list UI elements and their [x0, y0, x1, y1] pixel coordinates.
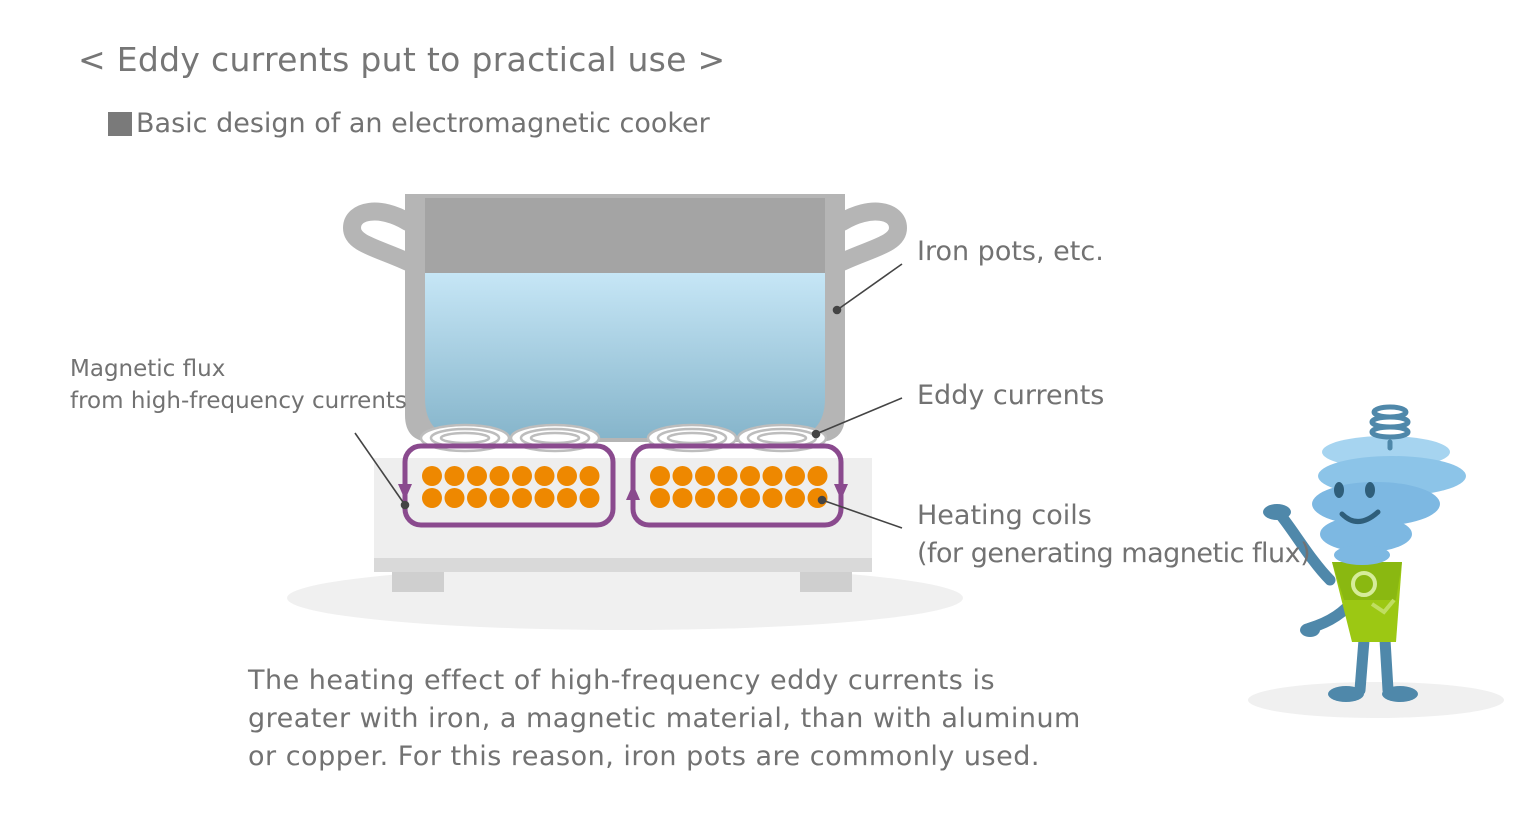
cooker-floor-shadow	[287, 566, 963, 630]
heating-coil-dots	[422, 466, 828, 508]
coil-dot	[579, 466, 600, 486]
coil-dot	[579, 488, 600, 508]
coil-dot	[672, 488, 693, 508]
coil-dot	[444, 466, 465, 486]
coil-dot	[534, 466, 555, 486]
coil-dot	[557, 488, 577, 508]
coil-dot	[762, 466, 783, 486]
coil-dot	[489, 488, 510, 508]
label-iron-pots: Iron pots, etc.	[917, 236, 1104, 267]
coil-dot	[534, 488, 555, 508]
flux-arrows	[398, 484, 848, 500]
coil-dot	[785, 488, 805, 508]
label-magnetic-flux-source: from high-frequency currents	[70, 388, 407, 414]
label-magnetic-flux: Magnetic flux	[70, 356, 226, 382]
iron-pot	[405, 194, 845, 442]
caption-line-2: greater with iron, a magnetic material, …	[248, 703, 1081, 734]
label-eddy-currents: Eddy currents	[917, 380, 1105, 411]
coil-dot	[672, 466, 693, 486]
coil-dot	[807, 466, 828, 486]
caption-line-1: The heating effect of high-frequency edd…	[248, 665, 996, 696]
coil-dot	[762, 488, 783, 508]
coil-dot	[467, 488, 487, 508]
mascot-character	[1248, 404, 1504, 718]
section-subtitle: Basic design of an electromagnetic cooke…	[108, 108, 710, 139]
coil-dot	[489, 466, 510, 486]
coil-dot	[695, 488, 715, 508]
leader-lines	[354, 263, 903, 529]
coil-dot	[695, 466, 715, 486]
coil-dot	[512, 466, 532, 486]
coil-dot	[467, 466, 487, 486]
coil-dot	[785, 466, 805, 486]
coil-dot	[422, 466, 442, 486]
caption-line-3: or copper. For this reason, iron pots ar…	[248, 741, 1040, 772]
coil-dot	[444, 488, 465, 508]
coil-dot	[512, 488, 532, 508]
coil-dot	[740, 466, 760, 486]
coil-dot	[422, 488, 442, 508]
label-heating-coils: Heating coils	[917, 500, 1092, 531]
caption: The heating effect of high-frequency edd…	[248, 662, 1081, 776]
coil-dot	[740, 488, 760, 508]
pot-handles	[342, 202, 908, 271]
coil-dot	[650, 466, 670, 486]
label-heating-coils-note: (for generating magnetic flux)	[917, 538, 1311, 569]
square-bullet-icon	[108, 111, 132, 136]
coil-dot	[717, 488, 738, 508]
page-title: < Eddy currents put to practical use >	[78, 40, 726, 79]
coil-dot	[717, 466, 738, 486]
subtitle-text: Basic design of an electromagnetic cooke…	[136, 108, 710, 139]
coil-dot	[557, 466, 577, 486]
coil-dot	[650, 488, 670, 508]
